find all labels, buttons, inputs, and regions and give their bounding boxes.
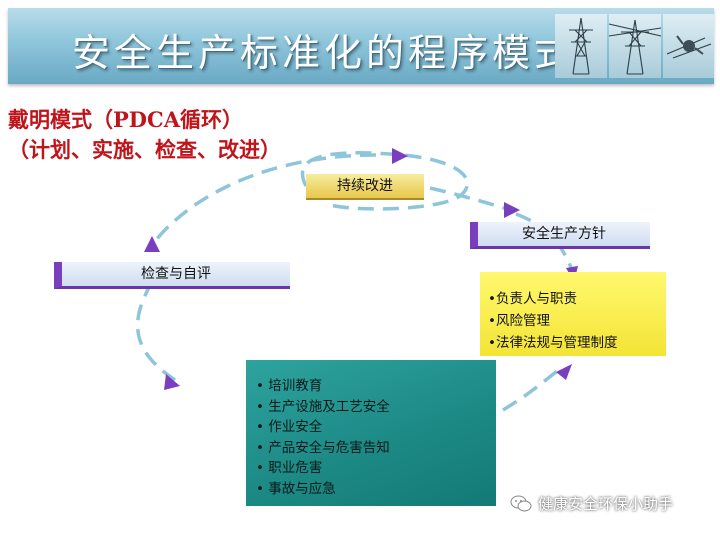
page-title: 安全生产标准化的程序模式 xyxy=(72,31,577,75)
cycle-arc-top-right xyxy=(429,186,511,212)
list-item: •法律法规与管理制度 xyxy=(488,335,618,351)
arrow-head-left xyxy=(144,236,160,252)
cycle-arc-bottom-right xyxy=(502,366,567,412)
cycle-loop-improvement xyxy=(300,151,470,211)
list-item: • 职业危害 xyxy=(256,460,323,476)
list-item: • 事故与应急 xyxy=(256,480,336,497)
arrow-head-lower-left xyxy=(164,374,180,390)
arrow-head-lower-right xyxy=(556,364,572,380)
arrow-head-top xyxy=(392,148,408,164)
list-item: • 产品安全与危害告知 xyxy=(256,439,390,456)
arrow-head-top-right xyxy=(504,202,520,218)
cycle-arc-left xyxy=(135,281,176,382)
check-review-label: 检查与自评 xyxy=(54,262,290,289)
cycle-arc-top-left xyxy=(150,153,377,247)
do-box: • 培训教育 • 生产设施及工艺安全 • 作业安全 • 产品安全与危害告知 • … xyxy=(246,360,496,506)
power-tower-photos xyxy=(555,14,714,78)
list-item: • 培训教育 xyxy=(256,378,323,394)
list-item: •负责人与职责 xyxy=(488,291,577,307)
watermark-text: 健康安全环保小助手 xyxy=(538,495,674,513)
safety-policy-label: 安全生产方针 xyxy=(470,222,650,249)
header-banner: 安全生产标准化的程序模式 xyxy=(8,8,714,84)
list-item: •风险管理 xyxy=(488,313,550,329)
pdca-model-title: 戴明模式（PDCA循环） xyxy=(8,107,244,132)
plan-box: •负责人与职责 •风险管理 •法律法规与管理制度 xyxy=(480,272,666,356)
list-item: • 作业安全 xyxy=(256,419,323,435)
wechat-icon xyxy=(510,495,532,511)
watermark: 健康安全环保小助手 xyxy=(510,493,673,514)
pdca-stages-subtitle: （计划、实施、检查、改进） xyxy=(8,137,281,162)
continuous-improvement-label: 持续改进 xyxy=(306,174,424,200)
list-item: • 生产设施及工艺安全 xyxy=(256,398,390,415)
